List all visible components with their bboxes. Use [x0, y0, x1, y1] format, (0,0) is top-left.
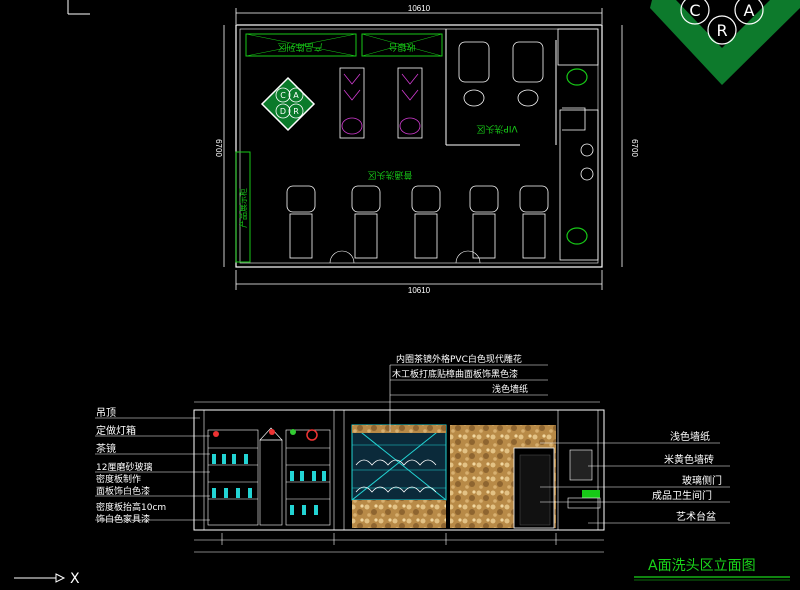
- label-top-1: 木工板打底贴樟曲面板饰黑色漆: [392, 368, 518, 380]
- label-left-6: 密度板抬高10cm: [96, 501, 166, 513]
- chair-magenta-1: [339, 67, 365, 139]
- svg-text:C: C: [280, 91, 286, 100]
- elevation: 吊顶 定做灯箱 茶镜 12厘磨砂玻璃 密度板制作 面板饰白色漆 密度板抬高10c…: [95, 353, 730, 553]
- label-right-0: 浅色墙纸: [670, 430, 710, 443]
- sink-icon: [566, 227, 588, 245]
- label-right-1: 米黄色墙砖: [664, 453, 714, 466]
- plan-height-dim-left: 6700: [214, 139, 223, 157]
- svg-text:A: A: [744, 1, 755, 20]
- plan-height-dim-right: 6700: [630, 139, 639, 157]
- label-left-4: 密度板制作: [96, 473, 141, 485]
- label-left-3: 12厘磨砂玻璃: [96, 461, 152, 473]
- label-left-2: 茶镜: [96, 442, 116, 455]
- label-right-2: 玻璃侧门: [682, 474, 722, 487]
- room-label-normal: 普通洗头区: [367, 169, 412, 181]
- label-right-4: 艺术台盆: [676, 510, 716, 523]
- label-top-0: 内圈茶镜外格PVC白色现代雕花: [396, 353, 522, 365]
- svg-text:A: A: [293, 91, 299, 100]
- plan-width-dim-bottom: 10610: [408, 286, 431, 295]
- sink-icon: [566, 68, 588, 86]
- label-left-7: 饰白色家具漆: [96, 513, 150, 525]
- axis-x-label: X: [70, 571, 80, 587]
- chair-magenta-2: [397, 67, 423, 139]
- room-label-vip: VIP洗头区: [476, 123, 517, 135]
- regular-chairs: [286, 185, 549, 259]
- floor-plan: 10610 10610 6700 6700 产品陈列区 收银台 产品展: [214, 4, 639, 295]
- elevation-title: A面洗头区立面图: [648, 558, 756, 574]
- room-label-cashier: 收银台: [388, 41, 415, 53]
- label-top-2: 浅色墙纸: [492, 383, 528, 395]
- room-label-display: 产品陈列区: [277, 41, 322, 53]
- label-left-0: 吊顶: [96, 407, 116, 419]
- label-right-3: 成品卫生间门: [652, 489, 712, 502]
- cad-logo-large: C A R: [650, 0, 800, 85]
- svg-text:R: R: [293, 107, 299, 116]
- label-left-1: 定做灯箱: [96, 424, 136, 437]
- plan-width-dim-top: 10610: [408, 4, 431, 13]
- outer-wall: [235, 24, 603, 268]
- svg-text:R: R: [716, 21, 727, 40]
- svg-text:D: D: [280, 107, 286, 116]
- ucs-axis-icon: X: [14, 571, 80, 587]
- label-left-5: 面板饰白色漆: [96, 485, 150, 497]
- room-label-cabinet: 产品展示柜: [238, 188, 248, 228]
- svg-text:C: C: [689, 1, 700, 20]
- cad-logo-small: C A D R: [260, 76, 316, 132]
- vip-chairs: [458, 41, 544, 107]
